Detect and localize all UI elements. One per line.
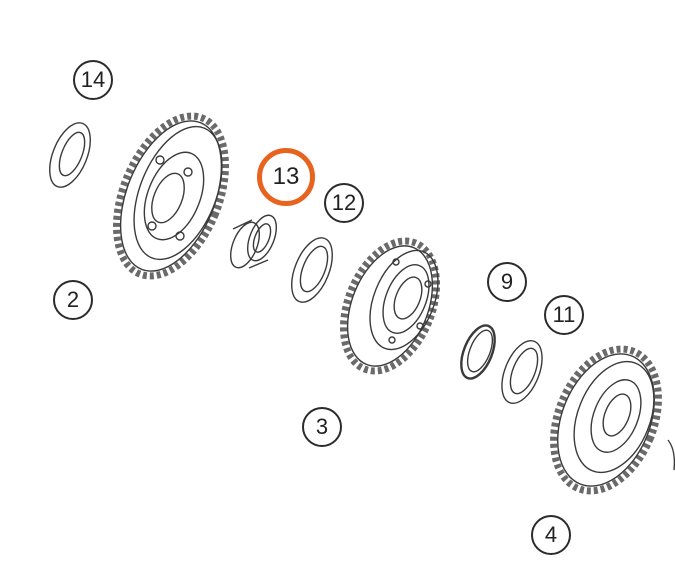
callout-2: 2 (53, 280, 93, 320)
callout-3: 3 (302, 407, 342, 447)
callout-11: 11 (544, 295, 584, 335)
gear-part-3 (339, 237, 441, 375)
circlip-part-9 (460, 324, 496, 380)
bearing-part-13 (229, 214, 278, 269)
callout-13-highlighted: 13 (257, 148, 315, 206)
callout-14: 14 (73, 60, 113, 100)
callout-4: 4 (531, 515, 571, 555)
washer-part-12 (291, 237, 333, 303)
washer-part-14 (49, 122, 91, 188)
callout-9: 9 (487, 262, 527, 302)
washer-part-11 (501, 340, 543, 404)
callout-12: 12 (324, 183, 364, 223)
gear-part-2 (112, 112, 230, 280)
gear-part-4 (550, 345, 675, 495)
